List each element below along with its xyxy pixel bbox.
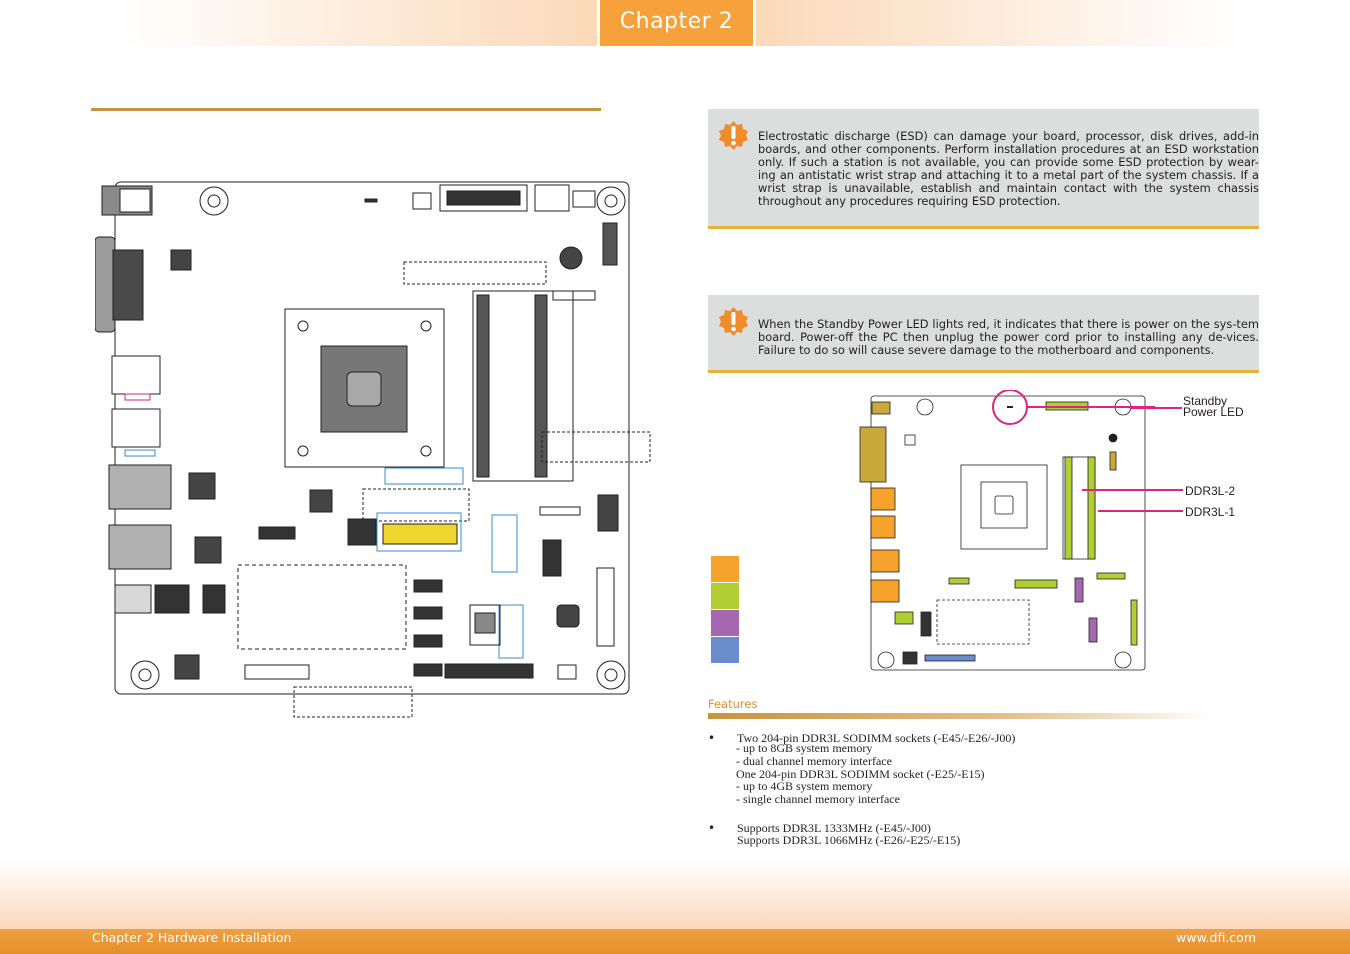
legend-swatch-purple bbox=[711, 610, 739, 636]
standby-led-note: When the Standby Power LED lights red, i… bbox=[708, 295, 1259, 373]
chapter-tab: Chapter 2 bbox=[597, 0, 756, 46]
features-heading: Features bbox=[708, 697, 758, 711]
standby-led-label-line1: Standby bbox=[1183, 394, 1228, 408]
board-layout-diagram bbox=[95, 181, 651, 718]
esd-warning-note: Electrostatic discharge (ESD) can damage… bbox=[708, 109, 1259, 229]
feature-bullet-2: • bbox=[708, 821, 716, 835]
feature-line: One 204-pin DDR3L SODIMM socket (-E25/-E… bbox=[736, 767, 985, 781]
feature-line: Two 204-pin DDR3L SODIMM sockets (-E45/-… bbox=[737, 731, 1016, 745]
feature-line: - single channel memory interface bbox=[736, 792, 900, 806]
warning-icon bbox=[719, 307, 748, 336]
legend-swatch-orange bbox=[711, 556, 739, 582]
feature-line: Supports DDR3L 1333MHz (-E45/-J00) bbox=[737, 821, 931, 835]
board-callout-diagram bbox=[859, 390, 1155, 671]
footer-band bbox=[0, 860, 1350, 930]
section-title-rule bbox=[91, 108, 601, 111]
note-separator bbox=[708, 227, 1259, 228]
ddr3l-1-label: DDR3L-1 bbox=[1185, 505, 1236, 519]
footer-chapter-title: Chapter 2 Hardware Installation bbox=[92, 930, 292, 945]
legend-swatch-blue bbox=[711, 637, 739, 663]
standby-led-label-line2: Power LED bbox=[1183, 405, 1244, 419]
small-board-outline bbox=[870, 395, 1146, 671]
feature-bullet-1: • bbox=[708, 731, 716, 745]
standby-callout-line bbox=[1130, 407, 1182, 409]
feature-line: - up to 8GB system memory bbox=[736, 741, 873, 755]
footer-bar bbox=[0, 929, 1350, 954]
features-rule bbox=[708, 713, 1213, 719]
feature-line: - dual channel memory interface bbox=[736, 754, 892, 768]
board-outline bbox=[114, 181, 630, 695]
standby-led-note-text: When the Standby Power LED lights red, i… bbox=[758, 317, 1259, 358]
warning-icon bbox=[719, 121, 748, 150]
feature-line: Supports DDR3L 1066MHz (-E26/-E25/-E15) bbox=[737, 833, 961, 847]
esd-note-text: Electrostatic discharge (ESD) can damage… bbox=[758, 129, 1259, 209]
feature-line: - up to 4GB system memory bbox=[736, 779, 873, 793]
ddr-callout-lines bbox=[1082, 489, 1183, 512]
footer-website-link[interactable]: www.dfi.com bbox=[1176, 930, 1256, 945]
ddr3l-2-label: DDR3L-2 bbox=[1185, 484, 1236, 498]
legend-swatch-green bbox=[711, 583, 739, 609]
